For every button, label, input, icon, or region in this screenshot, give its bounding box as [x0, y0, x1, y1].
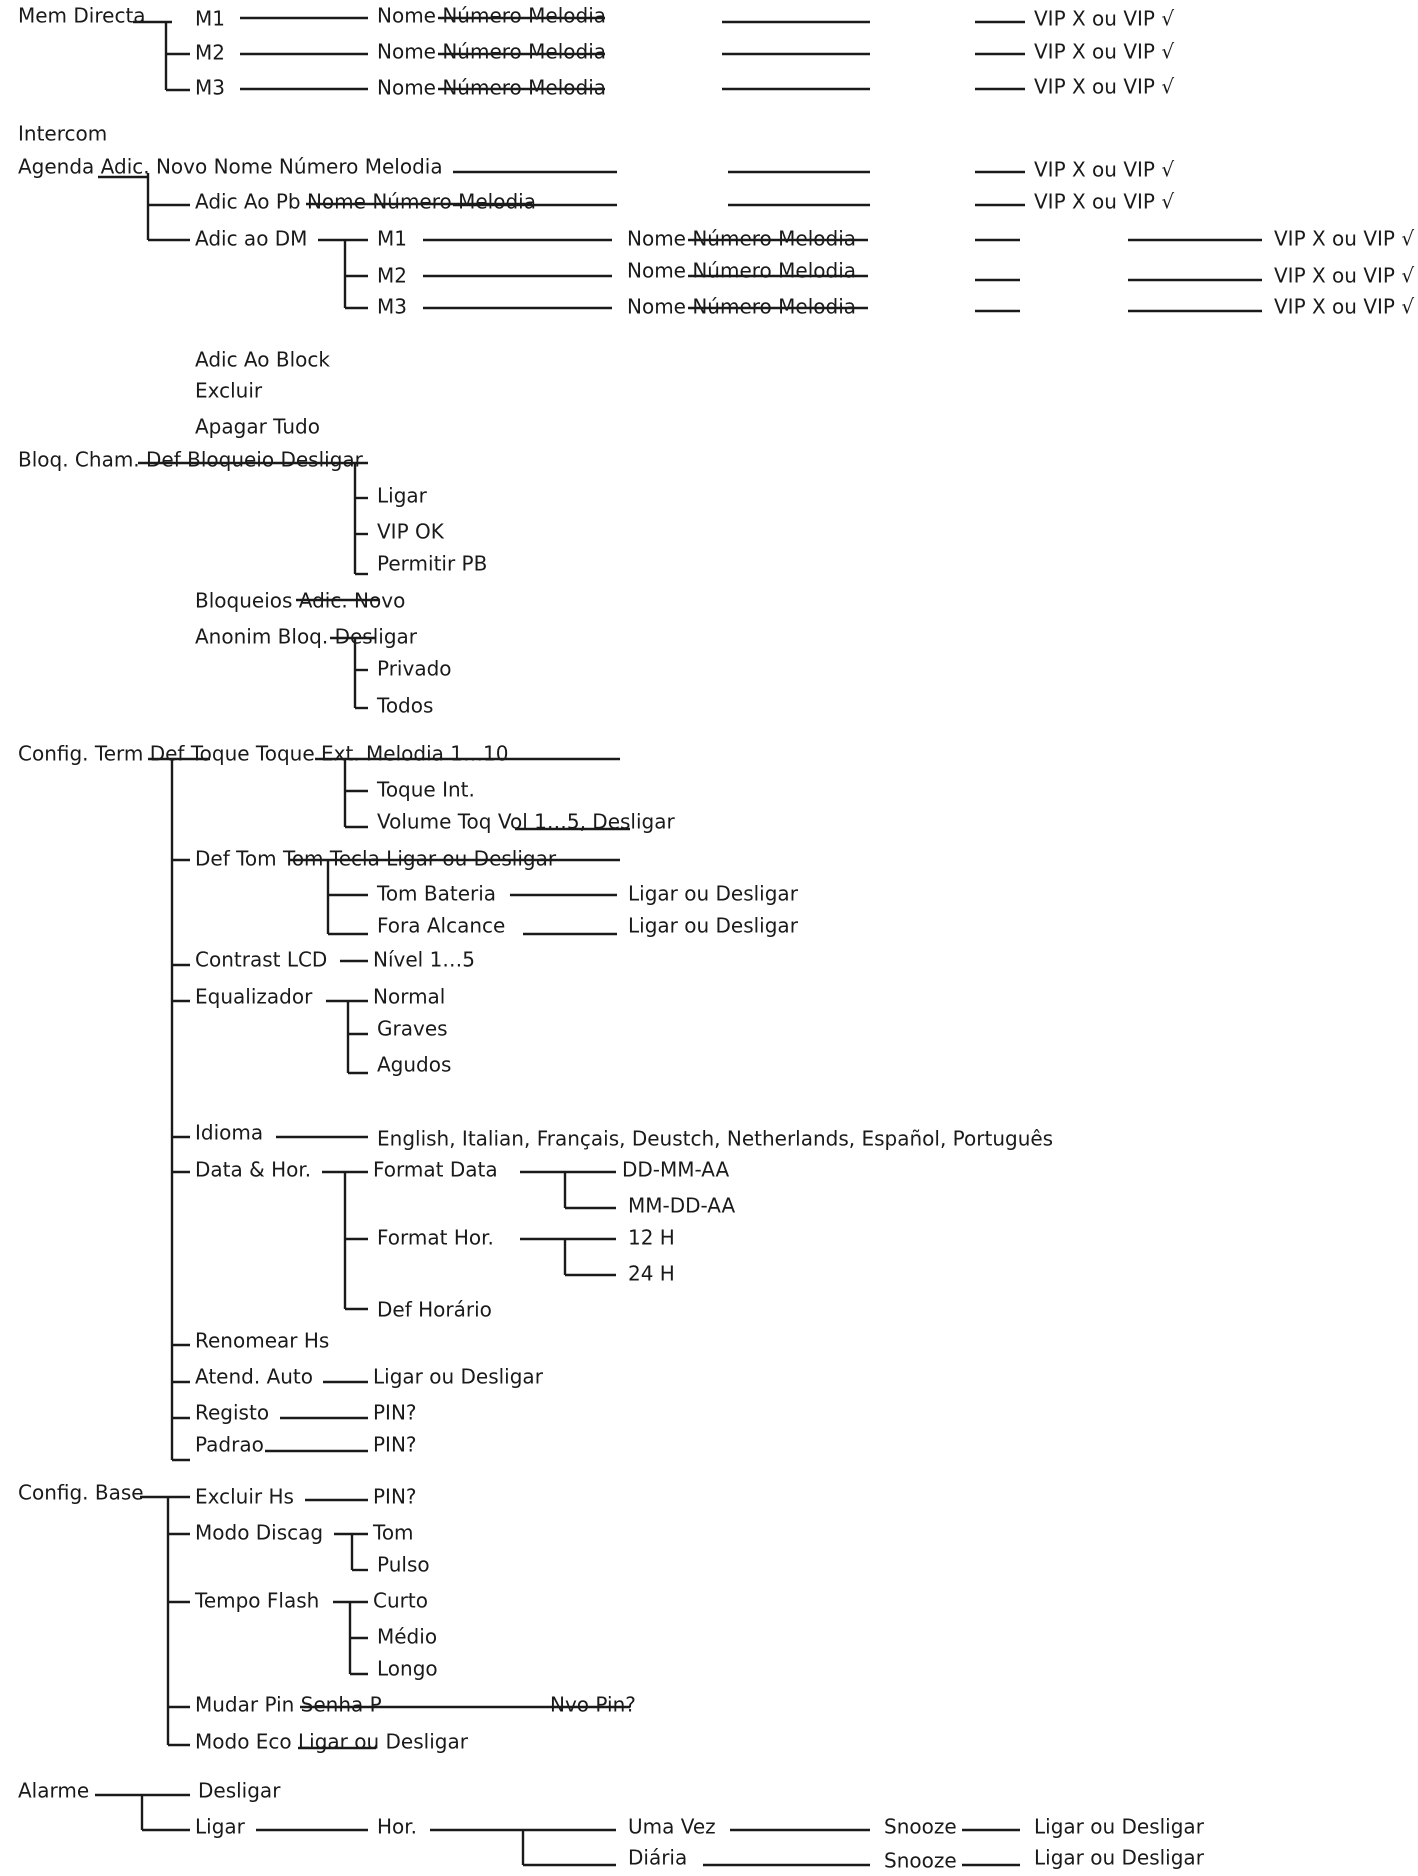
format-mm-dd-aa: MM-DD-AA [628, 1194, 736, 1218]
alarme-label: Alarme [18, 1779, 89, 1803]
adic-dm-m1-vip: VIP X ou VIP √ [1274, 227, 1414, 251]
mem-directa-m3: M3 [195, 76, 225, 100]
data-hor-label: Data & Hor. [195, 1158, 311, 1182]
intercom-label: Intercom [18, 122, 107, 146]
nvo-pin-label: Nvo Pin? [550, 1693, 636, 1717]
format-24h: 24 H [628, 1262, 675, 1286]
bloq-ligar: Ligar [377, 484, 428, 508]
eq-normal: Normal [373, 985, 445, 1009]
agenda-vip: VIP X ou VIP √ [1034, 158, 1174, 182]
contrast-nivel: Nível 1…5 [373, 948, 475, 972]
anonim-privado: Privado [377, 657, 452, 681]
eq-agudos: Agudos [377, 1053, 451, 1077]
atend-auto-label: Atend. Auto [195, 1365, 313, 1389]
mudar-pin-label: Mudar Pin Senha P [195, 1693, 382, 1717]
flash-curto: Curto [373, 1589, 428, 1613]
section-mem-directa: Mem Directa M1 M2 M3 Nome Número Melodia… [18, 4, 1174, 100]
section-agenda: Agenda Adic. Novo Nome Número Melodia VI… [18, 155, 1414, 439]
adic-dm-m3-vip: VIP X ou VIP √ [1274, 295, 1414, 319]
tom-bateria-label: Tom Bateria [376, 882, 496, 906]
alarme-snooze-2-value: Ligar ou Desligar [1034, 1846, 1205, 1870]
mem-directa-m3-vip: VIP X ou VIP √ [1034, 75, 1174, 99]
mem-directa-m2: M2 [195, 41, 225, 65]
alarme-snooze-2: Snooze [884, 1849, 957, 1873]
modo-discag-label: Modo Discag [195, 1521, 323, 1545]
alarme-hor: Hor. [377, 1815, 417, 1839]
mem-directa-m2-vip: VIP X ou VIP √ [1034, 40, 1174, 64]
anonim-todos: Todos [376, 694, 433, 718]
eq-graves: Graves [377, 1017, 448, 1041]
agenda-label: Agenda Adic. Novo Nome Número Melodia [18, 155, 443, 179]
alarme-snooze-1-value: Ligar ou Desligar [1034, 1815, 1205, 1839]
fora-alcance-value: Ligar ou Desligar [628, 914, 799, 938]
adic-dm-m2-vip: VIP X ou VIP √ [1274, 264, 1414, 288]
bloq-vip-ok: VIP OK [377, 520, 445, 544]
adic-dm-m3-fields: Nome Número Melodia [627, 295, 856, 319]
adic-ao-pb-label: Adic Ao Pb Nome Número Melodia [195, 190, 536, 214]
mem-directa-m3-fields: Nome Número Melodia [377, 76, 606, 100]
registo-value: PIN? [373, 1401, 417, 1425]
flash-medio: Médio [377, 1625, 437, 1649]
tempo-flash-label: Tempo Flash [194, 1589, 319, 1613]
alarme-diaria: Diária [628, 1846, 687, 1870]
mem-directa-label: Mem Directa [18, 4, 146, 28]
section-config-term: Config. Term Def Toque Toque Ext. Melodi… [18, 742, 1053, 1462]
excluir-hs-label: Excluir Hs [195, 1485, 294, 1509]
alarme-uma-vez: Uma Vez [628, 1815, 716, 1839]
config-base-label: Config. Base [18, 1481, 144, 1505]
fora-alcance-label: Fora Alcance [377, 914, 505, 938]
adic-ao-block-label: Adic Ao Block [195, 348, 330, 372]
adic-ao-dm-label: Adic ao DM [195, 227, 307, 251]
idioma-value: English, Italian, Français, Deustch, Net… [377, 1127, 1053, 1151]
section-config-base: Config. Base Excluir Hs PIN? Modo Discag… [18, 1481, 636, 1754]
flash-longo: Longo [377, 1657, 438, 1681]
adic-dm-m3: M3 [377, 295, 407, 319]
atend-auto-value: Ligar ou Desligar [373, 1365, 544, 1389]
mem-directa-m2-fields: Nome Número Melodia [377, 40, 606, 64]
toque-int-label: Toque Int. [376, 778, 475, 802]
contrast-lcd-label: Contrast LCD [195, 948, 327, 972]
idioma-label: Idioma [195, 1121, 263, 1145]
anonim-bloq-label: Anonim Bloq. Desligar [195, 625, 418, 649]
padrao-value: PIN? [373, 1433, 417, 1457]
apagar-tudo-label: Apagar Tudo [195, 415, 320, 439]
bloqueios-adic-novo: Bloqueios Adic. Novo [195, 589, 405, 613]
adic-dm-m1-fields: Nome Número Melodia [627, 227, 856, 251]
alarme-desligar: Desligar [198, 1779, 281, 1803]
modo-eco-label: Modo Eco Ligar ou Desligar [195, 1730, 469, 1754]
section-alarme: Alarme Desligar Ligar Hor. Uma Vez Diári… [18, 1779, 1205, 1873]
def-horario-label: Def Horário [377, 1298, 492, 1322]
adic-dm-m2: M2 [377, 264, 407, 288]
mem-directa-m1-vip: VIP X ou VIP √ [1034, 7, 1174, 31]
discag-pulso: Pulso [377, 1553, 430, 1577]
alarme-ligar: Ligar [195, 1815, 246, 1839]
format-hor-label: Format Hor. [377, 1226, 494, 1250]
bloq-permitir-pb: Permitir PB [377, 552, 487, 576]
format-data-label: Format Data [373, 1158, 498, 1182]
adic-dm-m2-fields: Nome Número Melodia [627, 259, 856, 283]
registo-label: Registo [195, 1401, 269, 1425]
mem-directa-m1-fields: Nome Número Melodia [377, 4, 606, 28]
padrao-label: Padrao [195, 1433, 264, 1457]
equalizador-label: Equalizador [195, 985, 313, 1009]
renomear-hs-label: Renomear Hs [195, 1329, 329, 1353]
mem-directa-m1: M1 [195, 7, 225, 31]
volume-toq-label: Volume Toq Vol 1…5, Desligar [377, 810, 675, 834]
excluir-label: Excluir [195, 379, 263, 403]
alarme-snooze-1: Snooze [884, 1815, 957, 1839]
excluir-hs-value: PIN? [373, 1485, 417, 1509]
config-term-label: Config. Term Def Toque Toque Ext. Melodi… [18, 742, 508, 766]
adic-ao-pb-vip: VIP X ou VIP √ [1034, 190, 1174, 214]
tom-bateria-value: Ligar ou Desligar [628, 882, 799, 906]
section-bloq-cham: Bloq. Cham. Def Bloqueio Desligar Ligar … [18, 448, 487, 718]
bloq-cham-label: Bloq. Cham. Def Bloqueio Desligar [18, 448, 364, 472]
format-dd-mm-aa: DD-MM-AA [622, 1158, 730, 1182]
def-tom-label: Def Tom Tom Tecla Ligar ou Desligar [195, 847, 557, 871]
format-12h: 12 H [628, 1226, 675, 1250]
discag-tom: Tom [372, 1521, 414, 1545]
adic-dm-m1: M1 [377, 227, 407, 251]
